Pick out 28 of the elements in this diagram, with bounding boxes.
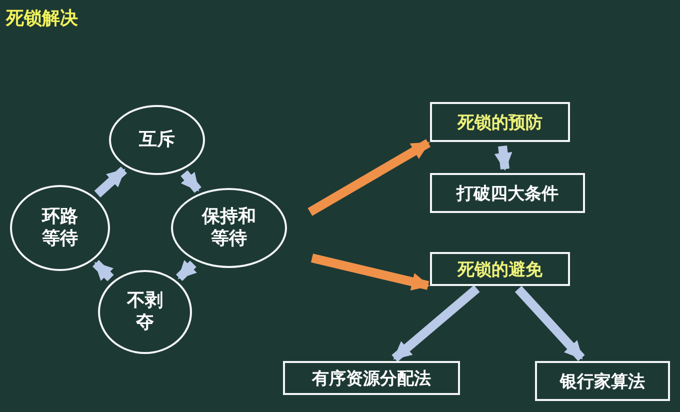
block-arrow xyxy=(180,170,202,193)
block-arrow xyxy=(176,260,197,282)
strategy-box xyxy=(283,361,460,395)
node-label: 环路等待 xyxy=(40,206,79,250)
direction-block-arrow xyxy=(310,254,430,291)
block-arrow xyxy=(392,285,480,362)
strategy-box xyxy=(535,361,670,401)
block-arrow xyxy=(514,286,585,362)
block-arrow xyxy=(92,260,114,282)
condition-ellipse xyxy=(109,105,205,175)
strategy-box xyxy=(430,252,570,286)
block-arrow xyxy=(494,146,512,171)
strategy-box xyxy=(430,102,570,142)
node-label: 有序资源分配法 xyxy=(312,368,431,390)
node-label: 保持和等待 xyxy=(200,206,257,250)
direction-block-arrow xyxy=(308,139,431,216)
node-label: 打破四大条件 xyxy=(456,182,558,204)
condition-ellipse xyxy=(10,185,110,271)
node-label: 死锁的预防 xyxy=(458,112,542,134)
block-arrow xyxy=(94,166,127,198)
condition-ellipse xyxy=(98,270,192,354)
node-label: 不剥夺 xyxy=(126,290,164,334)
node-label: 死锁的避免 xyxy=(458,258,542,280)
node-label: 互斥 xyxy=(138,128,176,152)
node-label: 银行家算法 xyxy=(560,370,645,392)
strategy-box xyxy=(430,173,585,213)
condition-ellipse xyxy=(171,188,287,268)
title: 死锁解决 xyxy=(6,7,78,30)
